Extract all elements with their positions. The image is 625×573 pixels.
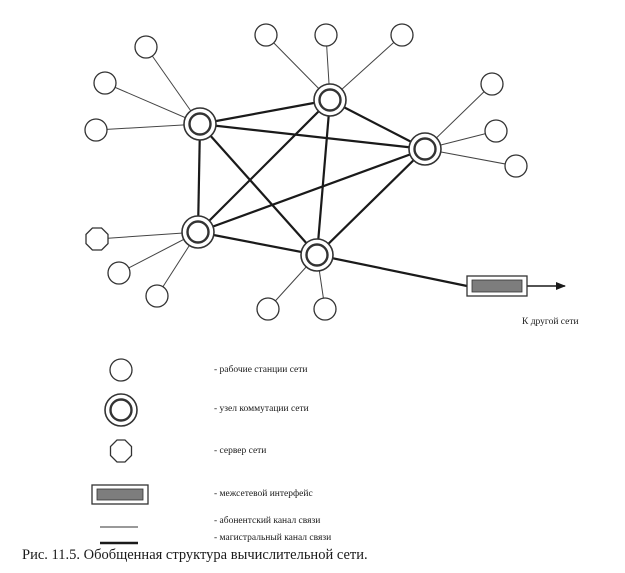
- workstation-node: [484, 119, 508, 143]
- backbone-link: [197, 147, 426, 234]
- gateway-box-inner: [471, 279, 523, 293]
- subscriber-link: [104, 82, 201, 125]
- backbone-link: [316, 148, 426, 256]
- workstation-node: [93, 71, 117, 95]
- legend-server-label: - сервер сети: [214, 446, 267, 456]
- switch-node-inner: [318, 88, 342, 112]
- legend-symbols: [91, 358, 149, 545]
- workstation-node: [134, 35, 158, 59]
- subscriber-link: [96, 231, 199, 240]
- legend-backbone-label: - магистральный канал связи: [214, 533, 332, 543]
- workstation-node: [84, 118, 108, 142]
- backbone-link: [199, 98, 331, 126]
- legend-switch-symbol: [104, 393, 138, 427]
- backbone-link: [199, 122, 426, 151]
- workstation-node: [314, 23, 338, 47]
- backbone-link: [197, 230, 318, 257]
- switch-node-inner: [186, 220, 210, 244]
- legend-workstation-symbol: [109, 358, 133, 382]
- backbone-links: [196, 98, 426, 257]
- legend-switch-label: - узел коммутации сети: [214, 404, 309, 414]
- gateway-link: [316, 253, 468, 288]
- legend-server-symbol: [109, 439, 133, 463]
- switch-node-inner: [188, 112, 212, 136]
- figure-caption: Рис. 11.5. Обобщенная структура вычислит…: [22, 547, 368, 563]
- legend-gateway-symbol: [91, 484, 149, 505]
- workstation-node: [390, 23, 414, 47]
- external-network-label: К другой сети: [522, 317, 579, 327]
- workstation-node: [256, 297, 280, 321]
- backbone-link: [197, 99, 331, 233]
- gateway-group: [316, 253, 566, 297]
- server-node: [85, 227, 109, 251]
- workstation-node: [480, 72, 504, 96]
- legend-workstation-label: - рабочие станции сети: [214, 365, 308, 375]
- switch-node-inner: [413, 137, 437, 161]
- backbone-link: [196, 123, 202, 233]
- backbone-link: [199, 123, 318, 256]
- workstation-node: [145, 284, 169, 308]
- switch-node-inner: [305, 243, 329, 267]
- workstation-node: [254, 23, 278, 47]
- legend-gateway-label: - межсетевой интерфейс: [214, 489, 313, 499]
- workstation-node: [313, 297, 337, 321]
- backbone-link: [329, 99, 426, 150]
- workstation-node: [107, 261, 131, 285]
- backbone-link: [315, 99, 332, 256]
- legend-subscriber-label: - абонентский канал связи: [214, 516, 321, 526]
- subscriber-links: [95, 34, 517, 310]
- network-nodes: [84, 23, 528, 321]
- workstation-node: [504, 154, 528, 178]
- subscriber-link: [95, 123, 201, 131]
